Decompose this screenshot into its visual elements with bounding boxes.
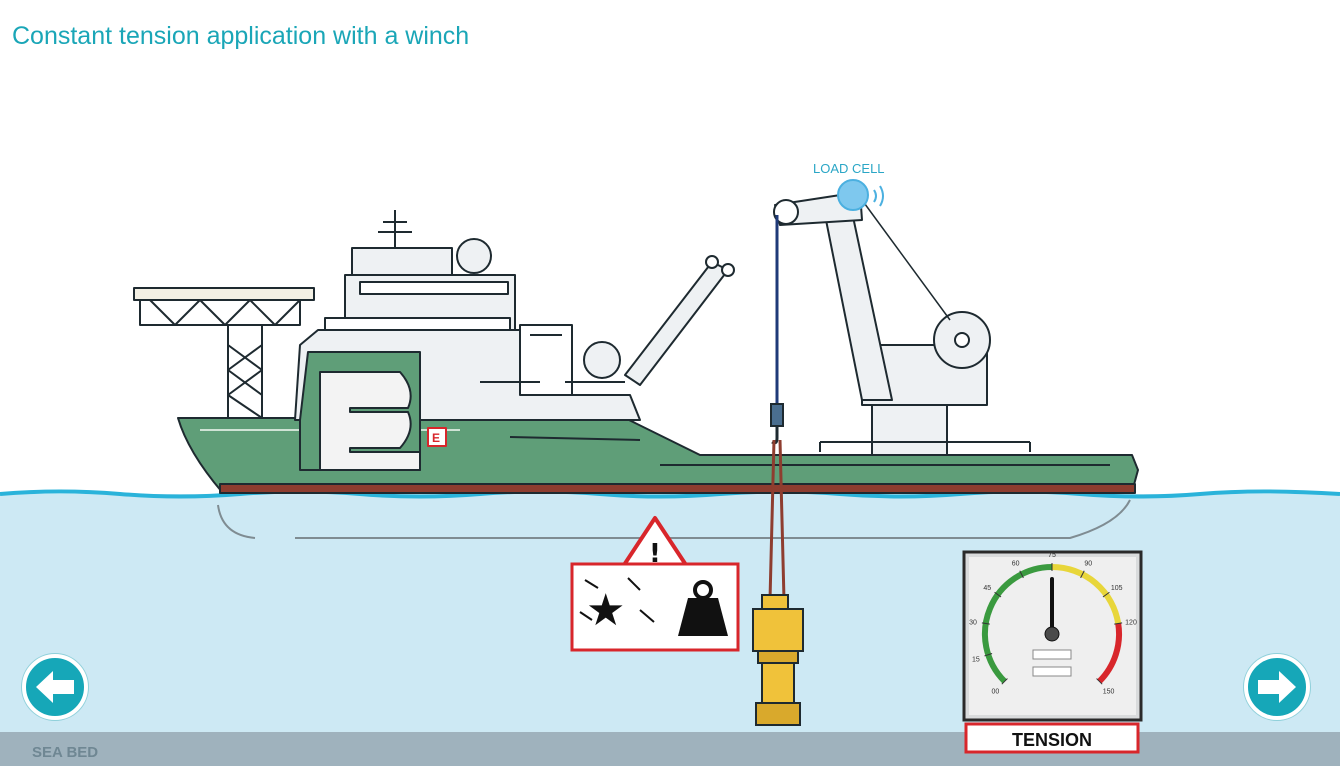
gauge-tick-mark <box>984 652 993 657</box>
page-title: Constant tension application with a winc… <box>12 22 470 50</box>
gauge-tick-mark <box>1080 570 1085 579</box>
bridge-top <box>351 247 453 276</box>
vessel: E <box>133 191 1139 494</box>
arrow-left-icon <box>36 671 74 703</box>
water-surface <box>0 489 1340 499</box>
gauge-tick-label: 90 <box>1084 561 1092 568</box>
snap-impact-icon: ★ <box>586 585 625 636</box>
gauge-hub <box>1044 626 1060 642</box>
helideck <box>133 287 315 301</box>
gauge-tick-label: 75 <box>1048 552 1056 559</box>
gauge-tick-mark <box>981 622 990 625</box>
crane-pedestal <box>871 404 948 456</box>
winch-drum-hub <box>954 332 970 348</box>
gauge-tick-mark <box>1102 591 1110 598</box>
gauge-tick-mark <box>1114 622 1123 625</box>
warning-sign: ! ★ <box>570 516 740 652</box>
weight-ring-icon <box>693 580 713 600</box>
crane-tip-sheave <box>773 199 799 225</box>
gauge-ticks: 00 15 30 45 60 75 90 105 120 150 <box>969 552 1137 696</box>
impact-lines-icon <box>579 577 655 623</box>
arrow-right-icon <box>1258 671 1296 703</box>
helideck-truss <box>139 299 301 419</box>
gauge-tick-label: 15 <box>972 657 980 664</box>
tension-label-box <box>964 722 1140 754</box>
gauge-tick-label: 60 <box>1012 561 1020 568</box>
radome <box>456 238 492 274</box>
gauge-tick-mark <box>1019 570 1024 579</box>
subsea-load <box>752 594 804 726</box>
logo-badge <box>427 427 447 447</box>
gauge-tick-mark <box>994 591 1002 598</box>
load-cell-signal <box>873 185 884 207</box>
gauge-tick-mark <box>1001 678 1008 685</box>
crane-boom-lower <box>824 211 893 401</box>
hull-bottom-stripe <box>219 483 1136 494</box>
gauge-tick-label: 120 <box>1125 619 1137 626</box>
gauge-arc-yellow <box>1051 564 1122 625</box>
sea-bed-label: SEA BED <box>32 744 98 761</box>
aft-crane-sheave <box>705 255 719 269</box>
tension-gauge: 00 15 30 45 60 75 90 105 120 150 TENSION <box>962 550 1143 754</box>
windows-1 <box>359 281 509 295</box>
previous-button[interactable] <box>22 654 88 720</box>
winch-wire <box>861 199 951 321</box>
gauge-tick-label: 00 <box>992 689 1000 696</box>
gauge-tick-label: 150 <box>1103 689 1115 696</box>
gauge-arc-green <box>981 564 1053 684</box>
gauge-tick-label: 105 <box>1111 585 1123 592</box>
gauge-tick-label: 45 <box>983 585 991 592</box>
hull-line <box>509 436 641 441</box>
gauge-display-2 <box>1032 666 1072 677</box>
gauge-display-1 <box>1032 649 1072 660</box>
weight-icon <box>678 598 728 636</box>
load-cell-label: LOAD CELL <box>813 161 885 176</box>
logo-badge-text: E <box>432 431 440 445</box>
gauge-arc-red <box>1097 623 1122 684</box>
hull-underwater-outline <box>217 499 1131 539</box>
exclamation-icon: ! <box>649 539 661 569</box>
lifting-slings <box>768 439 786 601</box>
next-button[interactable] <box>1244 654 1310 720</box>
gauge-tick-mark <box>1096 678 1103 685</box>
mast <box>378 210 412 248</box>
windows-2 <box>324 317 511 331</box>
aft-crane-boom <box>624 261 729 386</box>
aft-crane-sheave-2 <box>721 263 735 277</box>
hook-block <box>770 403 784 427</box>
aft-reel <box>583 341 621 379</box>
logo-letter-e <box>319 371 421 471</box>
a-frame <box>519 324 573 395</box>
tension-label: TENSION <box>1012 730 1092 750</box>
deck-railing <box>819 441 1031 452</box>
load-cell <box>837 179 869 211</box>
gauge-tick-label: 30 <box>969 619 977 626</box>
